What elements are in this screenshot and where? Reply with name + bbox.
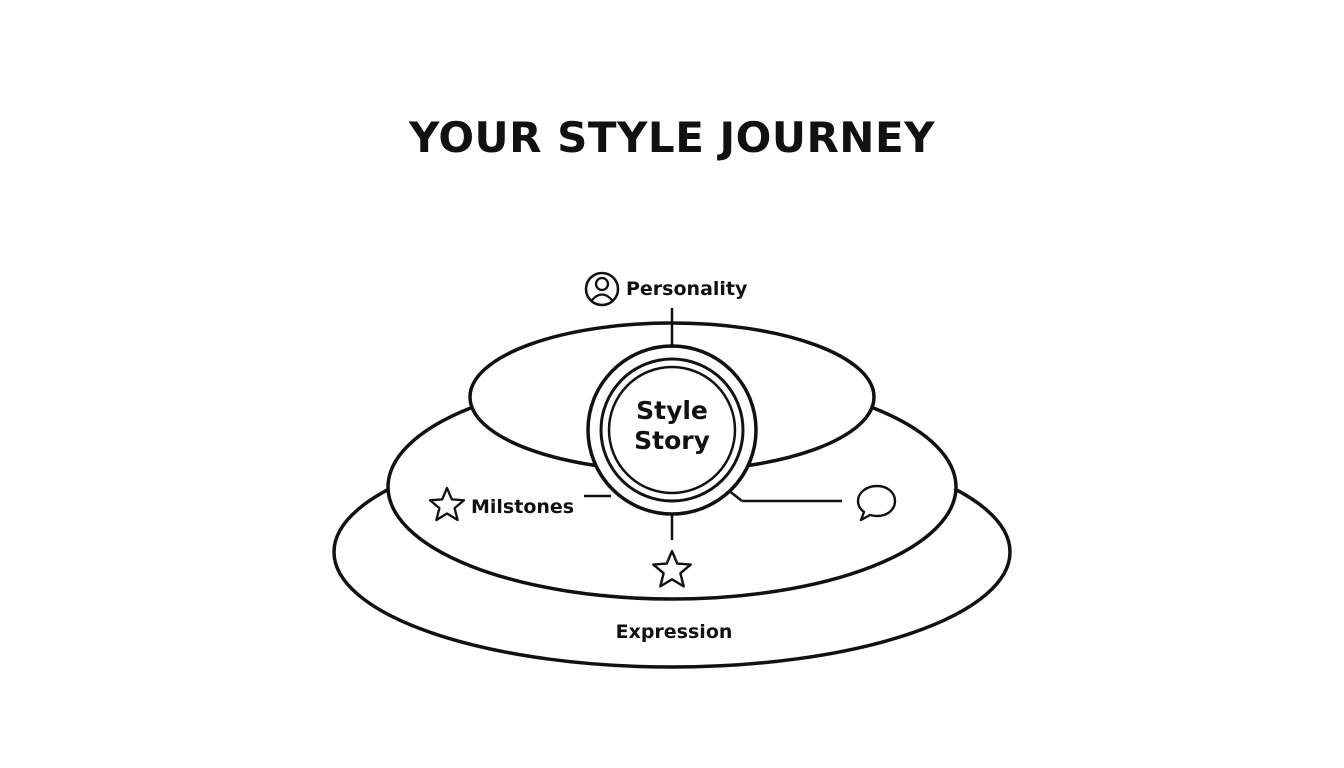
star-icon-bottom	[652, 549, 692, 588]
center-label-line2: Story	[634, 426, 710, 455]
page-title: YOUR STYLE JOURNEY	[408, 113, 936, 162]
speech-bubble-icon	[856, 484, 897, 522]
star-icon	[428, 486, 466, 522]
center-inner-ring-2	[607, 365, 737, 495]
person-circle-icon	[584, 271, 620, 307]
milestones-label: Milstones	[471, 496, 574, 518]
personality-label: Personality	[626, 278, 748, 300]
expression-label: Expression	[616, 621, 733, 643]
center-label-line1: Style	[636, 396, 708, 425]
